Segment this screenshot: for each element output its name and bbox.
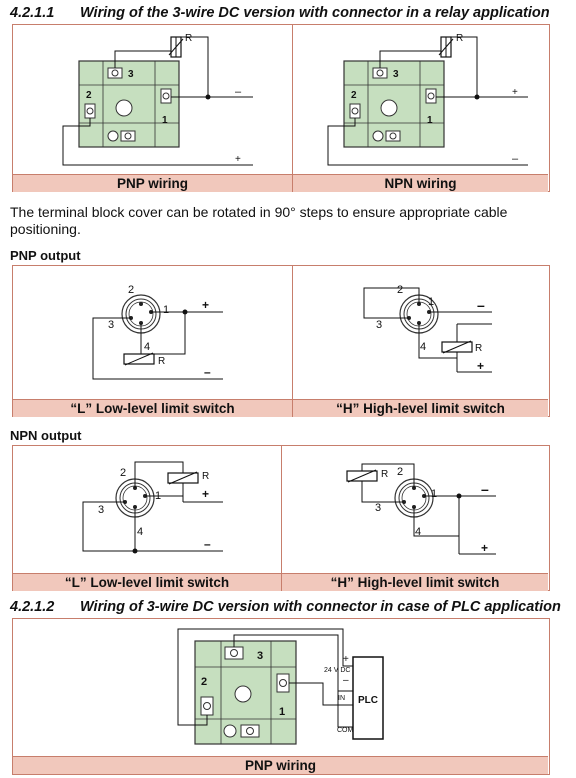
plc-com-label: COM — [337, 727, 354, 734]
pnp-output-figure: 2 1 3 4 + R – 2 1 3 4 – R + “L” Low-leve — [12, 265, 550, 417]
supply-minus: – — [343, 675, 349, 686]
section-heading-plc: 4.2.1.2 Wiring of 3-wire DC version with … — [10, 599, 561, 615]
top-polarity: + — [202, 487, 209, 501]
caption-npn-high-level: “H” High-level limit switch — [282, 573, 548, 591]
bottom-polarity: – — [204, 365, 211, 379]
npn-relay-diagram: 3 2 1 R + – — [327, 33, 528, 166]
pnp-high-level-diagram: 2 1 3 4 – R + — [363, 284, 492, 373]
relay-label: R — [202, 471, 209, 482]
terminal-3-label: 3 — [128, 69, 134, 80]
pin-1-label: 1 — [431, 488, 437, 500]
body-paragraph: The terminal block cover can be rotated … — [10, 204, 508, 237]
bottom-polarity: + — [235, 154, 241, 165]
pnp-output-label: PNP output — [10, 248, 81, 263]
caption-pnp-low-level: “L” Low-level limit switch — [13, 399, 292, 417]
pin-3-label: 3 — [375, 502, 381, 514]
figure-divider — [292, 25, 293, 191]
relay-label: R — [381, 469, 388, 480]
pin-1-label: 1 — [428, 296, 434, 308]
terminal-2-label: 2 — [351, 90, 357, 101]
terminal-2-label: 2 — [201, 676, 207, 688]
relay-label: R — [475, 343, 482, 354]
bottom-polarity: – — [204, 537, 211, 551]
top-polarity: + — [202, 298, 209, 312]
npn-output-figure: 2 1 3 4 R + – 2 1 3 4 R – — [12, 445, 550, 591]
top-polarity: – — [477, 297, 485, 313]
terminal-3-label: 3 — [257, 650, 263, 662]
pnp-low-level-diagram: 2 1 3 4 + R – — [92, 284, 223, 380]
junction-dot — [205, 94, 211, 100]
figure-divider — [292, 266, 293, 416]
npn-low-level-diagram: 2 1 3 4 R + – — [82, 461, 223, 554]
pin-2-label: 2 — [120, 467, 126, 479]
terminal-1-label: 1 — [279, 706, 285, 718]
top-polarity: + — [512, 87, 518, 98]
pin-2-label: 2 — [397, 466, 403, 478]
plc-in-label: IN — [338, 695, 345, 702]
terminal-3-label: 3 — [393, 69, 399, 80]
caption-pnp-wiring: PNP wiring — [13, 174, 292, 192]
pin-3-label: 3 — [108, 319, 114, 331]
npn-high-level-diagram: 2 1 3 4 R – + — [346, 463, 496, 555]
junction-dot — [474, 94, 480, 100]
top-polarity: – — [235, 86, 242, 98]
bottom-polarity: + — [477, 359, 484, 373]
bottom-polarity: + — [481, 541, 488, 555]
section-number: 4.2.1.2 — [10, 599, 55, 615]
pin-3-label: 3 — [98, 504, 104, 516]
caption-npn-wiring: NPN wiring — [293, 174, 548, 192]
plc-wiring-figure: 3 2 1 + 24 V DC – IN COM PLC PNP wiring — [12, 618, 550, 775]
section-title: Wiring of the 3-wire DC version with con… — [80, 5, 550, 21]
section-title: Wiring of 3-wire DC version with connect… — [80, 599, 561, 615]
relay-label: R — [185, 33, 192, 44]
pin-4-label: 4 — [420, 341, 426, 353]
pnp-relay-diagram: 3 2 1 R – + — [62, 33, 253, 166]
terminal-1-label: 1 — [162, 115, 168, 126]
npn-output-label: NPN output — [10, 428, 82, 443]
relay-label: R — [456, 33, 463, 44]
caption-plc-pnp-wiring: PNP wiring — [13, 756, 548, 774]
terminal-2-label: 2 — [86, 90, 92, 101]
plc-wiring-diagram: 3 2 1 + 24 V DC – IN COM PLC — [177, 628, 384, 745]
pin-4-label: 4 — [415, 526, 421, 538]
terminal-1-label: 1 — [427, 115, 433, 126]
top-polarity: – — [481, 481, 489, 497]
bottom-polarity: – — [512, 153, 519, 165]
pin-2-label: 2 — [397, 284, 403, 296]
section-heading-relay: 4.2.1.1 Wiring of the 3-wire DC version w… — [10, 5, 550, 21]
plc-label: PLC — [358, 695, 378, 706]
pin-2-label: 2 — [128, 284, 134, 296]
caption-npn-low-level: “L” Low-level limit switch — [13, 573, 281, 591]
pin-4-label: 4 — [144, 341, 150, 353]
figure-divider — [281, 446, 282, 590]
pin-1-label: 1 — [163, 304, 169, 316]
relay-label: R — [158, 356, 165, 367]
caption-pnp-high-level: “H” High-level limit switch — [293, 399, 548, 417]
supply-plus: + — [343, 654, 349, 665]
pin-3-label: 3 — [376, 319, 382, 331]
section-number: 4.2.1.1 — [10, 5, 55, 21]
relay-wiring-figure: 3 2 1 R – + 3 2 1 R — [12, 24, 550, 192]
supply-voltage-label: 24 V DC — [324, 667, 350, 674]
pin-4-label: 4 — [137, 526, 143, 538]
